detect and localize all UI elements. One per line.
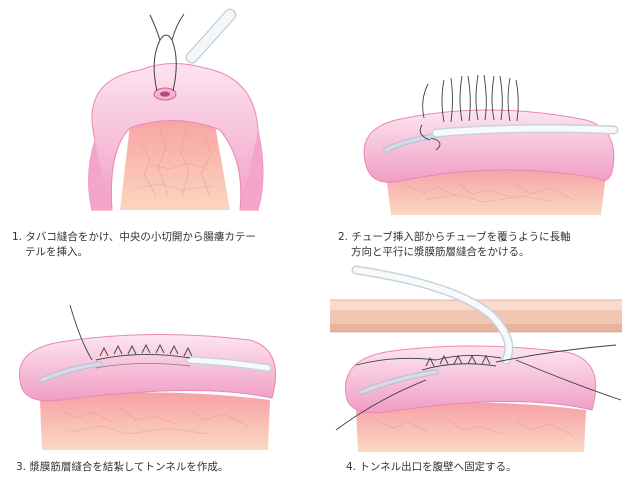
step4-caption: 4. トンネル出口を腹壁へ固定する。 (346, 460, 517, 475)
step4-illustration (316, 260, 632, 460)
step3-caption-line1: 3. 漿膜筋層縫合を結紮してトンネルを作成。 (16, 461, 228, 473)
step1-caption-line1: 1. タバコ縫合をかけ、中央の小切開から腸瘻カテー (12, 231, 256, 243)
step1-caption: 1. タバコ縫合をかけ、中央の小切開から腸瘻カテー テルを挿入。 (12, 230, 256, 260)
step1-illustration (0, 0, 316, 228)
step3-illustration (0, 260, 316, 460)
step2-illustration (316, 0, 632, 228)
step2-caption-line1: 2. チューブ挿入部からチューブを覆うように長軸 (338, 231, 571, 243)
step1-caption-line2: テルを挿入。 (12, 245, 256, 260)
step2-caption-line2: 方向と平行に漿膜筋層縫合をかける。 (338, 245, 571, 260)
step4-caption-line1: 4. トンネル出口を腹壁へ固定する。 (346, 461, 517, 473)
step2-caption: 2. チューブ挿入部からチューブを覆うように長軸 方向と平行に漿膜筋層縫合をかけ… (338, 230, 571, 260)
step3-caption: 3. 漿膜筋層縫合を結紮してトンネルを作成。 (16, 460, 228, 475)
